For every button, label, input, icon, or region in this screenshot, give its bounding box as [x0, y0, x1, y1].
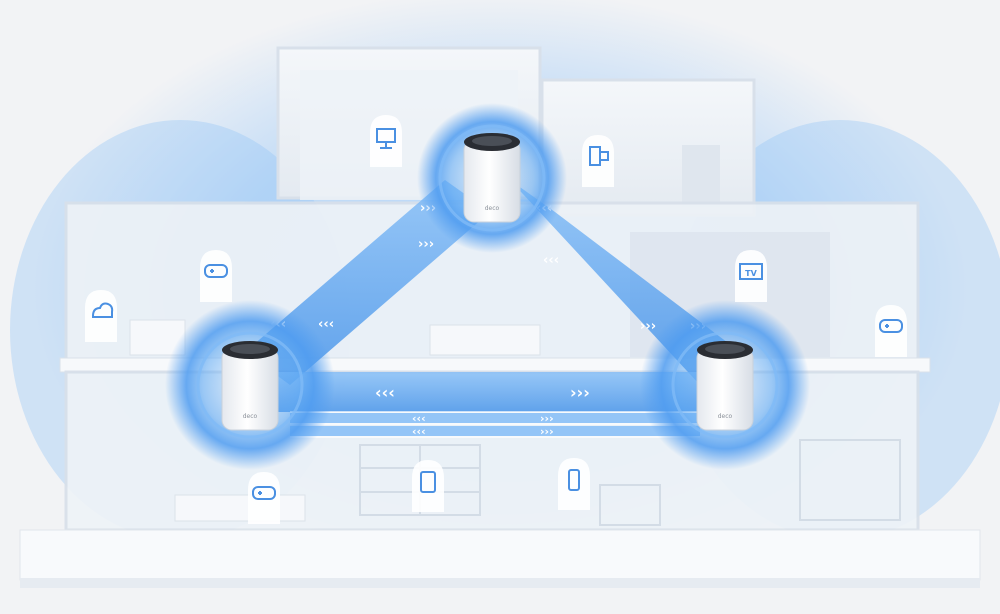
router-logo: deco: [243, 413, 258, 420]
mesh-router-left: deco: [221, 341, 279, 431]
arrow-left-chevrons: ‹‹‹: [318, 317, 334, 332]
mesh-router-top: deco: [463, 133, 521, 223]
router-logo: deco: [718, 413, 733, 420]
router-logo: deco: [485, 205, 500, 212]
gamepad-icon: [875, 305, 907, 357]
monitor-icon: [370, 115, 402, 167]
mesh-router-right: deco: [696, 341, 754, 431]
gamepad-icon: [248, 472, 280, 524]
phone-icon: [558, 458, 590, 510]
arrow-left-chevrons: ‹‹‹: [412, 412, 426, 425]
gamepad-icon: [200, 250, 232, 302]
computer-icon: [582, 135, 614, 187]
cloud-storage-icon: [85, 290, 117, 342]
arrow-left-chevrons: ‹‹‹: [543, 253, 559, 268]
arrow-right-chevrons: ›››: [540, 412, 554, 425]
tablet-icon: [412, 460, 444, 512]
tv-label: TV: [745, 269, 757, 278]
device-badges: TV: [85, 115, 907, 524]
data-flow-arrows: ‹‹‹ ››› ‹‹‹ ››› ‹‹‹ ››› ››› ››› ‹‹‹ ‹‹‹ …: [270, 201, 706, 438]
arrow-right-chevrons: ›››: [570, 383, 590, 402]
arrow-left-chevrons: ‹‹‹: [375, 383, 395, 402]
arrow-left-chevrons: ‹‹‹: [412, 425, 426, 438]
arrow-right-chevrons: ›››: [418, 237, 434, 252]
arrow-right-chevrons: ›››: [540, 425, 554, 438]
tv-icon: TV: [735, 250, 767, 302]
arrow-right-chevrons: ›››: [640, 319, 656, 334]
